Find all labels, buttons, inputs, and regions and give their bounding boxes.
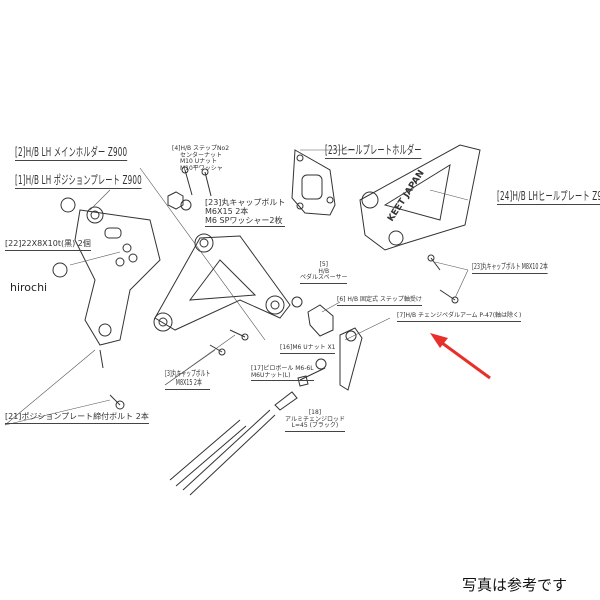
label-pedal-spacer-line: ペダルスペーサー xyxy=(300,275,348,284)
label-pedal-spacer-title: [5] xyxy=(319,261,328,268)
label-pillow-ball: [17]ピロボール M6-6L M6Uナット(L) xyxy=(251,365,314,382)
main-holder xyxy=(154,235,291,331)
step-bearing xyxy=(307,304,334,337)
label-cap-bolt-m6-line: M6 SPワッシャー2枚 xyxy=(205,216,286,228)
label-cap-bolt-m8x15: [3]丸キャップボルト M8X15 2本 xyxy=(165,369,211,390)
label-cap-bolt-m6-title: [23]丸キャップボルト xyxy=(205,198,286,207)
label-heel-plate: [24]H/B LHヒールプレート Z900 xyxy=(497,189,600,206)
label-center-nut: [4]H/B ステップNo2 センターナット M10 Uナット M10平ワッシャ xyxy=(172,145,230,172)
label-plate-bolt: [21]ポジションプレート締付ボルト 2本 xyxy=(5,412,149,424)
watermark: hirochi xyxy=(10,281,48,294)
label-center-nut-line: M10 Uナット xyxy=(180,158,218,166)
heel-plate xyxy=(359,144,481,251)
center-nut xyxy=(167,191,184,210)
spacer xyxy=(60,197,76,213)
label-cap-bolt-m8x15-title: [3]丸キャップボルト xyxy=(165,369,211,378)
label-heel-plate-holder: [23]ヒールプレートホルダー xyxy=(325,143,422,160)
label-u-nut: [16]M6 Uナット X1 xyxy=(280,344,336,354)
label-cap-bolt-m6-line: M6X15 2本 xyxy=(205,206,249,216)
pedal-spacer xyxy=(291,296,303,308)
position-plate xyxy=(74,209,161,346)
label-position-plate: [1]H/B LH ポジションプレート Z900 xyxy=(15,173,142,190)
label-change-rod-title: [18] xyxy=(308,409,322,416)
pedal-arm xyxy=(339,327,363,391)
label-pedal-spacer-line: H/B xyxy=(318,267,330,275)
label-center-nut-title: [4]H/B ステップNo2 xyxy=(172,145,230,152)
label-pedal-arm: [7]H/B チェンジペダルアーム P-47(軸は除く) xyxy=(397,312,522,322)
label-center-nut-line: M10平ワッシャ xyxy=(180,164,223,172)
change-rod xyxy=(274,391,298,411)
label-change-rod-line: アルミチェンジロッド xyxy=(285,415,345,423)
label-spacer: [22]22X8X10t(黒) 2個 xyxy=(5,239,91,251)
label-change-rod: [18] アルミチェンジロッド L=45 (ブラック) xyxy=(285,409,345,432)
bolts xyxy=(99,166,459,410)
brand-logo: KEET JAPAN xyxy=(386,169,427,224)
red-arrow xyxy=(430,333,491,380)
label-cap-bolt-m8x10: [23]丸キャップボルト M8X10 2本 xyxy=(472,262,548,274)
reference-photo-caption: 写真は参考です xyxy=(462,576,568,594)
label-cap-bolt-m6: [23]丸キャップボルト M6X15 2本 M6 SPワッシャー2枚 xyxy=(205,198,286,228)
label-main-holder: [2]H/B LH メインホルダー Z900 xyxy=(15,145,128,162)
label-center-nut-line: センターナット xyxy=(180,151,223,159)
label-step-bearing: [6] H/B 固定式 ステップ軸受け xyxy=(337,296,422,306)
label-pedal-spacer: [5] H/B ペダルスペーサー xyxy=(300,261,348,284)
label-cap-bolt-m8x15-line: M8X15 2本 xyxy=(165,378,211,390)
heel-plate-holder xyxy=(291,149,336,216)
label-pillow-ball-line: M6Uナット(L) xyxy=(251,372,314,382)
label-pillow-ball-title: [17]ピロボール M6-6L xyxy=(251,365,314,372)
label-change-rod-line: L=45 (ブラック) xyxy=(285,423,345,432)
